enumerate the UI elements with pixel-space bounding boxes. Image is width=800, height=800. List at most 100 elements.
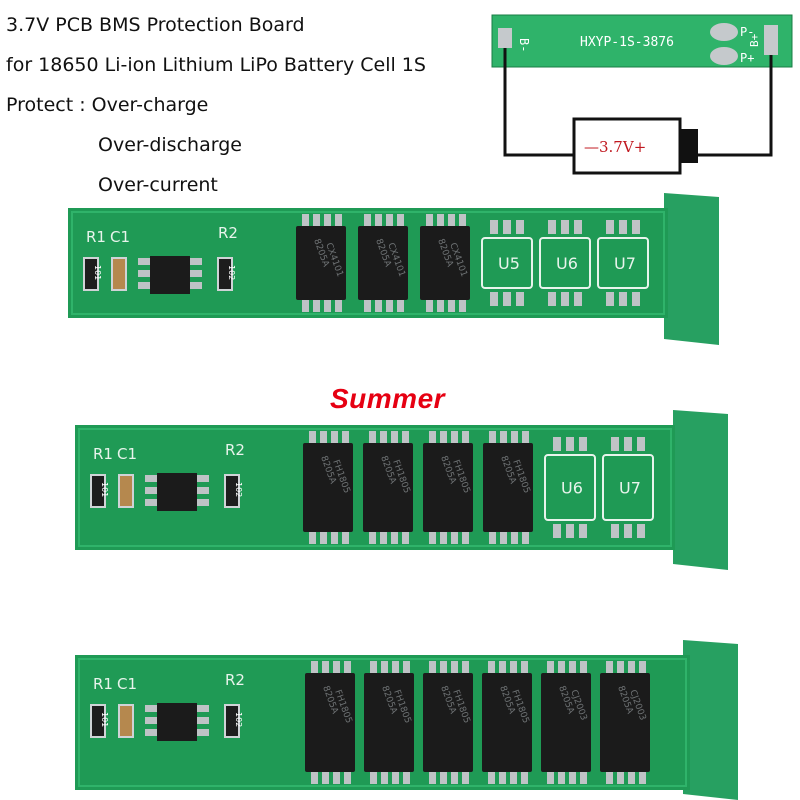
- empty-pad: [516, 292, 524, 306]
- mosfet-pin: [558, 661, 565, 673]
- mosfet-pin: [437, 214, 444, 226]
- pcb-trace-outline: [71, 211, 665, 315]
- mosfet-pin: [381, 772, 388, 784]
- mosfet-chip: [420, 226, 470, 300]
- mosfet-pin: [451, 532, 458, 544]
- mosfet-pin: [569, 661, 576, 673]
- empty-pad: [503, 220, 511, 234]
- mosfet-pin: [547, 772, 554, 784]
- mosfet-pin: [386, 300, 393, 312]
- mosfet-pin: [369, 532, 376, 544]
- ic-pin: [190, 270, 202, 277]
- resistor-r1: [90, 474, 106, 508]
- empty-pad: [637, 437, 645, 451]
- mosfet-pin: [342, 431, 349, 443]
- empty-pad: [611, 524, 619, 538]
- control-ic: [157, 703, 197, 741]
- empty-pad: [561, 292, 569, 306]
- wiring-diagram: B- HXYP-1S-3876 P- P+ B+ —3.7V+: [491, 14, 793, 175]
- mosfet-pin: [459, 300, 466, 312]
- mosfet-pin: [369, 431, 376, 443]
- mosfet-chip: [296, 226, 346, 300]
- empty-pad: [632, 220, 640, 234]
- control-ic: [150, 256, 190, 294]
- mosfet-pin: [580, 661, 587, 673]
- product-title: 3.7V PCB BMS Protection Board: [6, 14, 305, 36]
- ic-pin: [138, 258, 150, 265]
- mosfet-pin: [309, 431, 316, 443]
- ic-pin: [197, 705, 209, 712]
- mosfet-pin: [521, 772, 528, 784]
- mosfet-pin: [488, 661, 495, 673]
- battery-voltage-label: —3.7V+: [584, 138, 646, 156]
- nickel-tab: [673, 410, 728, 570]
- mosfet-pin: [522, 532, 529, 544]
- capacitor-c1: [118, 474, 134, 508]
- resistor-r1: [90, 704, 106, 738]
- mosfet-pin: [522, 431, 529, 443]
- mosfet-pin: [324, 300, 331, 312]
- protect-item-over-current: Over-current: [98, 174, 218, 196]
- label-r2: R2: [225, 671, 245, 689]
- mosfet-pin: [333, 772, 340, 784]
- empty-pad: [574, 292, 582, 306]
- ic-pin: [145, 717, 157, 724]
- mini-label-p-minus: P-: [740, 25, 754, 39]
- empty-pad: [624, 437, 632, 451]
- empty-pad: [574, 220, 582, 234]
- mosfet-chip: [541, 673, 591, 772]
- mosfet-pin: [375, 300, 382, 312]
- mosfet-pin: [311, 661, 318, 673]
- ic-pin: [197, 475, 209, 482]
- mosfet-pin: [392, 772, 399, 784]
- mosfet-pin: [302, 214, 309, 226]
- mosfet-pin: [462, 661, 469, 673]
- mosfet-pin: [569, 772, 576, 784]
- mosfet-pin: [499, 772, 506, 784]
- empty-pad: [619, 220, 627, 234]
- mosfet-pin: [511, 431, 518, 443]
- resistor-r2-code: 102: [234, 482, 243, 497]
- empty-pad: [619, 292, 627, 306]
- ic-pin: [145, 475, 157, 482]
- ic-pin: [197, 717, 209, 724]
- empty-pad: [632, 292, 640, 306]
- mosfet-pin: [500, 431, 507, 443]
- empty-pad: [579, 437, 587, 451]
- protect-item-over-discharge: Over-discharge: [98, 134, 242, 156]
- mosfet-pin: [451, 431, 458, 443]
- mini-pad-p-minus: [710, 23, 738, 41]
- slot-label-u6: U6: [561, 479, 583, 498]
- mosfet-pin: [580, 772, 587, 784]
- ic-pin: [145, 487, 157, 494]
- mosfet-pin: [489, 532, 496, 544]
- mosfet-pin: [313, 300, 320, 312]
- mosfet-pin: [402, 532, 409, 544]
- empty-pad: [548, 292, 556, 306]
- control-ic: [157, 473, 197, 511]
- empty-pad: [516, 220, 524, 234]
- label-c1: C1: [117, 445, 137, 463]
- empty-pad: [624, 524, 632, 538]
- mosfet-pin: [403, 661, 410, 673]
- mosfet-chip: [364, 673, 414, 772]
- mosfet-pin: [426, 214, 433, 226]
- mosfet-pin: [558, 772, 565, 784]
- mosfet-pin: [500, 532, 507, 544]
- mosfet-pin: [462, 532, 469, 544]
- mosfet-pin: [617, 661, 624, 673]
- mosfet-pin: [547, 661, 554, 673]
- mosfet-pin: [391, 532, 398, 544]
- empty-pad: [611, 437, 619, 451]
- mini-board-code: HXYP-1S-3876: [580, 35, 674, 50]
- mosfet-pin: [606, 661, 613, 673]
- mosfet-pin: [440, 431, 447, 443]
- mosfet-pin: [451, 661, 458, 673]
- ic-pin: [138, 270, 150, 277]
- wire-positive: [698, 55, 773, 157]
- resistor-r1-code: 101: [100, 712, 109, 727]
- mosfet-pin: [302, 300, 309, 312]
- empty-pad: [637, 524, 645, 538]
